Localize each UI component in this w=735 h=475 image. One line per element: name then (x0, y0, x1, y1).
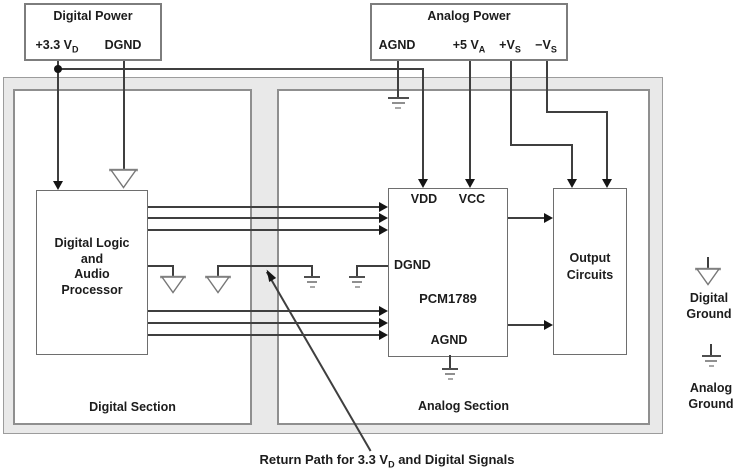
wire-plus-vs-jog (511, 144, 573, 146)
pin-plus-vs: +VS (499, 38, 521, 55)
digital-section-label: Digital Section (89, 400, 176, 414)
arrowhead-output-1 (544, 213, 553, 223)
pcm1789-box (388, 188, 508, 357)
analog-power-title: Analog Power (427, 9, 511, 23)
output-wire-2 (508, 324, 545, 326)
gnd-stub-1 (172, 265, 174, 277)
arrowhead-3v3 (53, 181, 63, 190)
signal-wire-2 (148, 217, 380, 219)
wire-agnd-drop (397, 61, 399, 98)
signal-wire-3 (148, 229, 380, 231)
digital-power-title: Digital Power (53, 9, 133, 23)
pin-agnd-supply: AGND (378, 38, 416, 52)
legend-analog-gnd-stub (710, 344, 712, 356)
arrowhead-signal-5 (379, 318, 388, 328)
pin-5va: +5 VA (452, 38, 486, 55)
wire-3v3-drop (57, 61, 59, 183)
arrowhead-plus-vs (567, 179, 577, 188)
junction-dot (54, 65, 62, 73)
signal-wire-5 (148, 322, 380, 324)
output-circuits-label: Output Circuits (566, 251, 614, 282)
legend-digital-ground-icon (695, 267, 721, 286)
wire-3v3-branch (58, 68, 424, 70)
digital-power-box (24, 3, 162, 61)
gnd-stub-3 (311, 265, 313, 277)
output-circuits-box (553, 188, 627, 355)
digital-ground-icon (109, 168, 138, 189)
legend-digital-gnd-stub (707, 257, 709, 269)
wire-dgnd-drop (123, 61, 125, 171)
pcm-dgnd-pin: DGND (394, 258, 431, 272)
analog-section-label: Analog Section (418, 399, 509, 413)
arrowhead-vdd (418, 179, 428, 188)
gnd-stub-2 (217, 265, 219, 277)
signal-wire-6 (148, 334, 380, 336)
digital-ground-icon (205, 275, 231, 294)
wire-plus-vs-drop1 (510, 61, 512, 146)
pcm-agnd-stub (449, 355, 451, 369)
wire-5va-drop (469, 61, 471, 182)
output-wire-1 (508, 217, 545, 219)
arrowhead-signal-6 (379, 330, 388, 340)
pcm-agnd-pin: AGND (430, 333, 468, 347)
legend-analog-ground-label: Analog Ground (688, 381, 734, 411)
arrowhead-signal-1 (379, 202, 388, 212)
analog-ground-icon (345, 276, 369, 288)
wire-vdd-drop (422, 68, 424, 182)
wire-minus-vs-drop2 (606, 111, 608, 182)
pin-minus-vs: −VS (535, 38, 557, 55)
return-path-seg-2 (217, 265, 313, 267)
analog-ground-icon (300, 276, 324, 288)
arrowhead-output-2 (544, 320, 553, 330)
digital-logic-box (36, 190, 148, 355)
arrowhead-signal-2 (379, 213, 388, 223)
analog-ground-icon (438, 368, 462, 380)
wire-minus-vs-jog (547, 111, 608, 113)
arrowhead-signal-3 (379, 225, 388, 235)
return-path-seg-1 (148, 265, 174, 267)
return-path-caption: Return Path for 3.3 VD and Digital Signa… (259, 452, 515, 470)
signal-wire-1 (148, 206, 380, 208)
arrowhead-signal-4 (379, 306, 388, 316)
analog-power-box (370, 3, 568, 61)
digital-ground-icon (160, 275, 186, 294)
pin-3v3-vd: +3.3 VD (35, 38, 79, 55)
analog-ground-icon (386, 97, 410, 109)
legend-analog-ground-icon (699, 355, 723, 367)
signal-wire-4 (148, 310, 380, 312)
pcm-vdd-pin: VDD (410, 192, 438, 206)
return-path-seg-3 (356, 265, 388, 267)
wire-minus-vs-drop1 (546, 61, 548, 113)
wire-plus-vs-drop2 (571, 144, 573, 182)
digital-logic-label: Digital Logic and Audio Processor (54, 236, 130, 297)
pcm-name: PCM1789 (419, 291, 477, 306)
arrowhead-vcc (465, 179, 475, 188)
arrowhead-minus-vs (602, 179, 612, 188)
pin-dgnd-supply: DGND (104, 38, 142, 52)
pcm-vcc-pin: VCC (458, 192, 486, 206)
gnd-stub-4 (356, 265, 358, 277)
legend-digital-ground-label: Digital Ground (686, 291, 732, 321)
